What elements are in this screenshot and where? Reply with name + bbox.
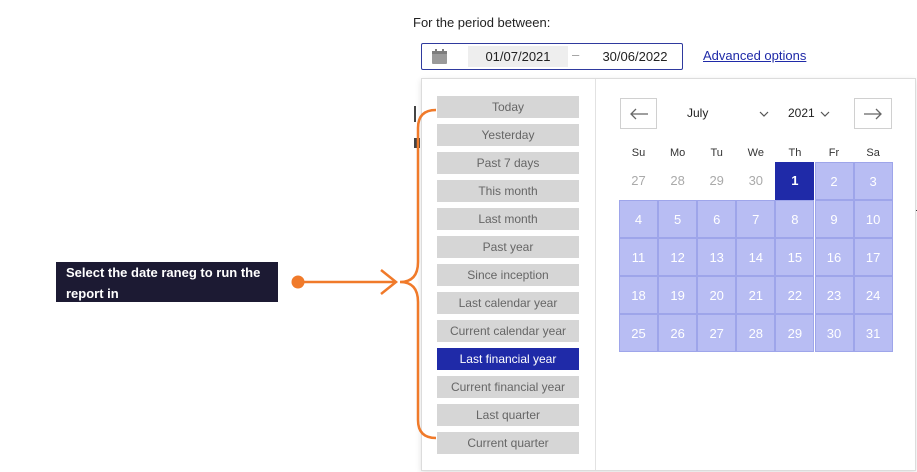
to-date-input[interactable]: 30/06/2022: [602, 49, 668, 64]
calendar-day[interactable]: 4: [619, 200, 658, 238]
calendar-day[interactable]: 30: [814, 314, 854, 352]
period-label: For the period between:: [413, 15, 551, 30]
preset-option[interactable]: This month: [437, 180, 579, 202]
arrow-right-icon: [864, 108, 882, 120]
calendar-day[interactable]: 13: [697, 238, 737, 276]
weekday-header: We: [747, 147, 764, 159]
calendar-day[interactable]: 2: [814, 162, 854, 200]
weekday-header: Sa: [866, 147, 880, 159]
calendar-day[interactable]: 23: [814, 276, 854, 314]
background-fragment: [414, 106, 416, 122]
prev-month-button[interactable]: [620, 98, 657, 129]
calendar-day[interactable]: 7: [736, 200, 776, 238]
calendar-day[interactable]: 16: [814, 238, 854, 276]
preset-option[interactable]: Last month: [437, 208, 579, 230]
preset-option[interactable]: Current calendar year: [437, 320, 579, 342]
calendar-day[interactable]: 18: [619, 276, 658, 314]
calendar-day-outside[interactable]: 27: [619, 162, 658, 200]
weekday-header: Th: [788, 147, 802, 159]
preset-option[interactable]: Yesterday: [437, 124, 579, 146]
year-select[interactable]: 2021: [788, 106, 830, 120]
calendar-day[interactable]: 27: [697, 314, 737, 352]
calendar-day[interactable]: 21: [736, 276, 776, 314]
from-date-input[interactable]: 01/07/2021: [468, 46, 568, 67]
chevron-down-icon: [759, 111, 769, 117]
calendar-day[interactable]: 22: [775, 276, 815, 314]
weekday-header: Mo: [669, 147, 686, 159]
weekday-header: Fr: [828, 147, 840, 159]
calendar-day[interactable]: 19: [658, 276, 698, 314]
preset-option[interactable]: Current financial year: [437, 376, 579, 398]
calendar-day-outside[interactable]: 28: [658, 162, 698, 200]
calendar-day[interactable]: 24: [853, 276, 893, 314]
preset-option[interactable]: Past year: [437, 236, 579, 258]
preset-option[interactable]: Today: [437, 96, 579, 118]
advanced-options-link[interactable]: Advanced options: [703, 48, 807, 63]
month-value: July: [687, 106, 709, 120]
preset-option[interactable]: Past 7 days: [437, 152, 579, 174]
chevron-down-icon: [820, 111, 830, 117]
calendar-day[interactable]: 28: [736, 314, 776, 352]
calendar-day-outside[interactable]: 29: [697, 162, 737, 200]
calendar-day[interactable]: 5: [658, 200, 698, 238]
calendar-day[interactable]: 12: [658, 238, 698, 276]
arrow-left-icon: [630, 108, 648, 120]
calendar-icon[interactable]: [431, 49, 448, 65]
preset-option[interactable]: Last quarter: [437, 404, 579, 426]
weekday-header: Su: [631, 147, 646, 159]
weekday-header: Tu: [710, 147, 723, 159]
calendar-day[interactable]: 15: [775, 238, 815, 276]
preset-option[interactable]: Last calendar year: [437, 292, 579, 314]
date-separator: –: [572, 47, 580, 62]
calendar-day[interactable]: 20: [697, 276, 737, 314]
next-month-button[interactable]: [854, 98, 892, 129]
calendar-day[interactable]: 6: [697, 200, 737, 238]
calendar-day-outside[interactable]: 30: [736, 162, 776, 200]
calendar-day[interactable]: 8: [775, 200, 815, 238]
preset-option[interactable]: Current quarter: [437, 432, 579, 454]
calendar-day[interactable]: 17: [853, 238, 893, 276]
calendar-day[interactable]: 11: [619, 238, 658, 276]
calendar-day[interactable]: 3: [853, 162, 893, 200]
calendar-day[interactable]: 31: [853, 314, 893, 352]
calendar-day[interactable]: 14: [736, 238, 776, 276]
calendar-day[interactable]: 29: [775, 314, 815, 352]
annotation-callout: Select the date raneg to run the report …: [56, 262, 278, 302]
month-select[interactable]: July: [687, 106, 769, 120]
calendar-day[interactable]: 25: [619, 314, 658, 352]
date-range-field[interactable]: 01/07/2021 – 30/06/2022: [421, 43, 683, 70]
year-value: 2021: [788, 106, 815, 120]
calendar-day-selected[interactable]: 1: [775, 162, 815, 200]
preset-option[interactable]: Since inception: [437, 264, 579, 286]
calendar-day[interactable]: 10: [853, 200, 893, 238]
calendar-day[interactable]: 9: [814, 200, 854, 238]
preset-option[interactable]: Last financial year: [437, 348, 579, 370]
calendar-day[interactable]: 26: [658, 314, 698, 352]
